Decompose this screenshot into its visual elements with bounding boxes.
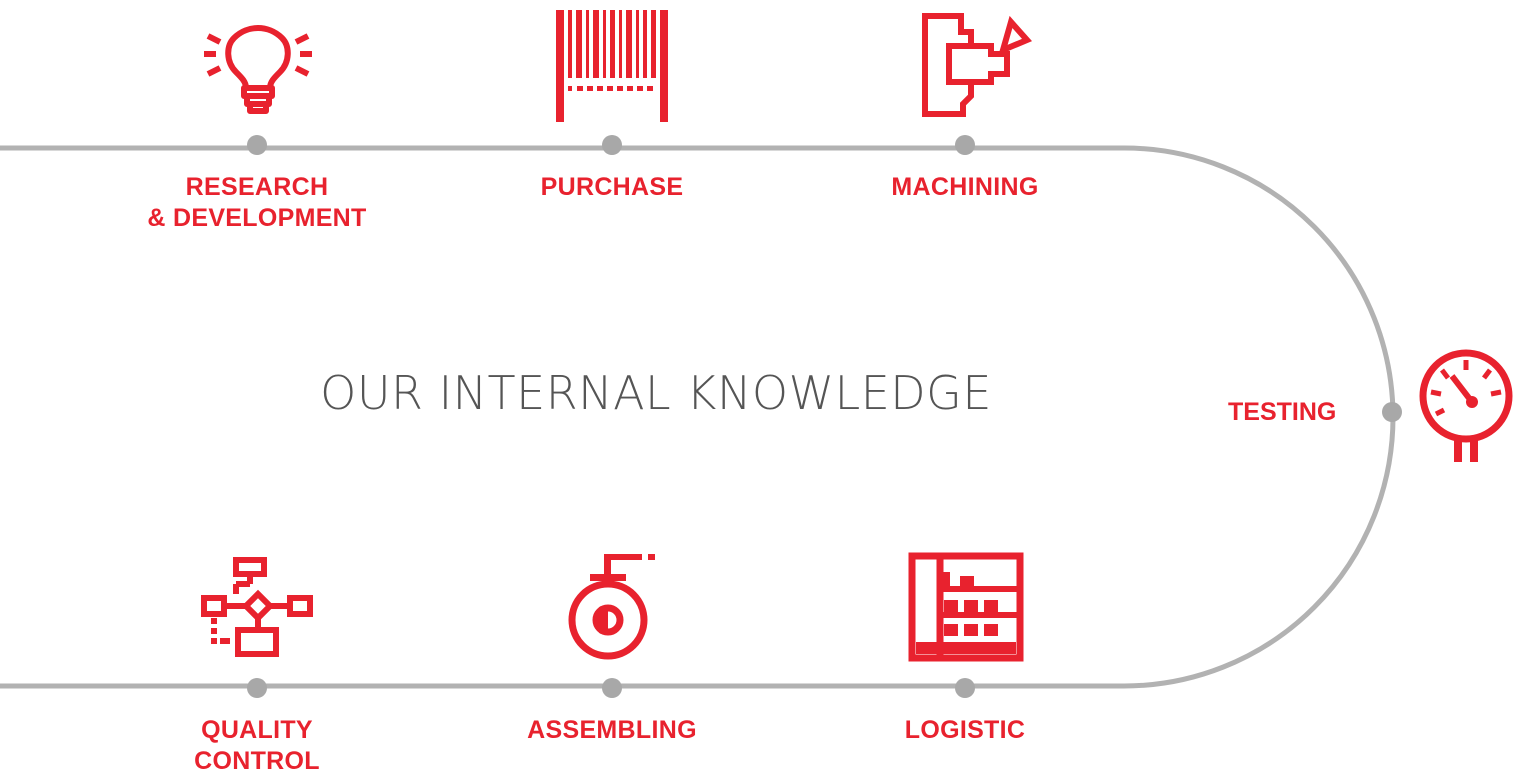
step-testing-label: TESTING: [1228, 398, 1337, 426]
flowchart-icon: [201, 557, 313, 657]
node-dot-quality: [247, 678, 267, 698]
node-dot-research: [247, 135, 267, 155]
step-assembling-label: ASSEMBLING: [527, 716, 697, 744]
node-dot-assembling: [602, 678, 622, 698]
step-logistic-label: LOGISTIC: [904, 716, 1026, 744]
step-machining-label: MACHINING: [891, 173, 1039, 201]
lightbulb-icon: [204, 25, 312, 114]
node-dot-purchase: [602, 135, 622, 155]
machining-tool-icon: [922, 13, 1033, 117]
node-dot-machining: [955, 135, 975, 155]
node-dot-testing: [1382, 402, 1402, 422]
pressure-gauge-icon: [1419, 349, 1513, 462]
step-research-development-label: RESEARCH & DEVELOPMENT: [147, 173, 367, 232]
diagram-title: OUR INTERNAL KNOWLEDGE: [320, 366, 992, 420]
barcode-icon: [556, 10, 668, 122]
node-dot-logistic: [955, 678, 975, 698]
step-purchase-label: PURCHASE: [540, 173, 684, 201]
step-quality-control-label: QUALITY CONTROL: [194, 716, 320, 775]
valve-icon: [568, 554, 655, 660]
warehouse-shelves-icon: [908, 552, 1024, 662]
